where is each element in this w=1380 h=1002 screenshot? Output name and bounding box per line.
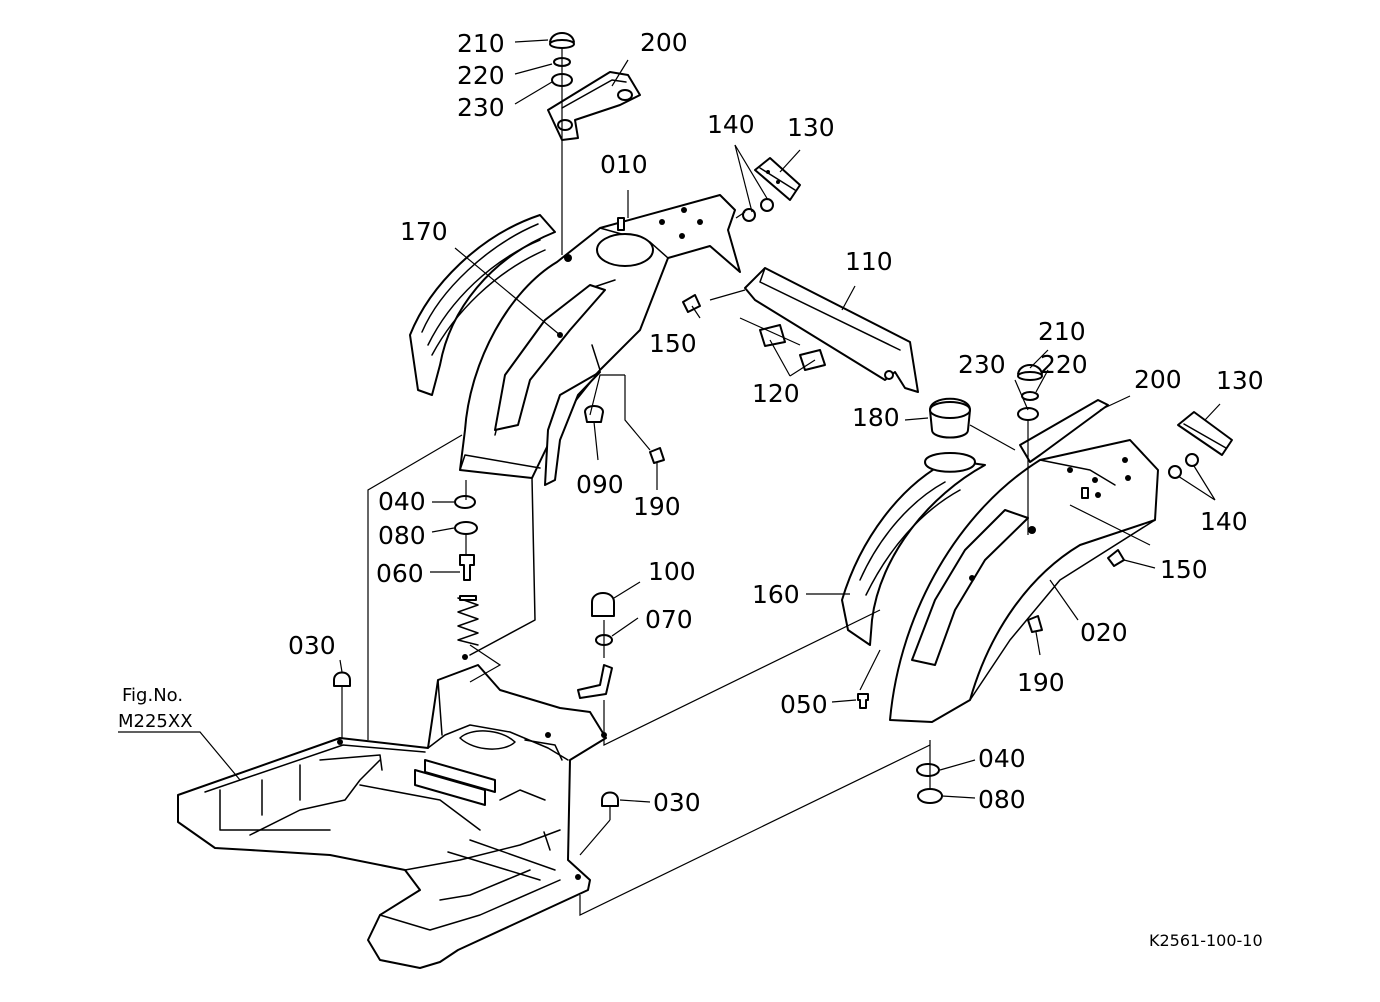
step-cover-110 <box>744 267 919 393</box>
spring <box>457 595 479 646</box>
callout-230-right: 230 <box>958 350 1006 379</box>
bolt-060 <box>459 554 475 581</box>
foot-rest-130-right <box>1177 411 1233 456</box>
callout-030-center: 030 <box>653 788 701 817</box>
bolt-190-right <box>1027 615 1043 633</box>
callout-220-right: 220 <box>1040 350 1088 379</box>
bolt-150-upper <box>682 294 701 313</box>
figure-ref-label: Fig.No. <box>122 685 183 706</box>
assembly-lines <box>367 211 1151 916</box>
callout-220: 220 <box>457 61 505 90</box>
callout-210: 210 <box>457 29 505 58</box>
leader-lines <box>118 39 1221 803</box>
washer-040-right <box>916 763 940 777</box>
callout-160: 160 <box>752 580 800 609</box>
left-fender-mat-170 <box>409 214 556 396</box>
nuts-140-right <box>1168 453 1199 479</box>
nuts-140-upper <box>742 198 774 222</box>
callout-080-right: 080 <box>978 785 1026 814</box>
callout-190: 190 <box>633 492 681 521</box>
washer-220-right <box>1021 391 1039 401</box>
callout-010: 010 <box>600 150 648 179</box>
callout-050: 050 <box>780 690 828 719</box>
callout-200: 200 <box>640 28 688 57</box>
callout-180: 180 <box>852 403 900 432</box>
callout-150: 150 <box>649 329 697 358</box>
washer-040-left <box>454 495 476 509</box>
rubber-090 <box>584 405 604 423</box>
callout-100: 100 <box>648 557 696 586</box>
figure-ref-number: M225XX <box>118 711 193 732</box>
callout-090: 090 <box>576 470 624 499</box>
left-fender-stay <box>544 371 601 486</box>
foot-rest-130-upper <box>754 157 801 201</box>
cushion-080-right <box>917 788 943 804</box>
callout-110: 110 <box>845 247 893 276</box>
bracket <box>577 664 613 699</box>
cushion-080-left <box>454 521 478 535</box>
callout-210-right: 210 <box>1038 317 1086 346</box>
callout-140-right: 140 <box>1200 507 1248 536</box>
callout-150-right: 150 <box>1160 555 1208 584</box>
callout-080: 080 <box>378 521 426 550</box>
bolt-030-center <box>601 791 619 820</box>
callout-120: 120 <box>752 379 800 408</box>
callout-040: 040 <box>378 487 426 516</box>
callout-labels: 210 220 230 200 140 130 010 170 110 150 … <box>118 28 1264 950</box>
bolt-030-left <box>333 671 351 738</box>
filler-neck-180 <box>924 397 976 473</box>
floor-plate <box>177 654 607 969</box>
callout-070: 070 <box>645 605 693 634</box>
cap-100 <box>591 592 615 617</box>
callout-040-right: 040 <box>978 744 1026 773</box>
cap-nut-210-right <box>1017 364 1043 381</box>
callout-060: 060 <box>376 559 424 588</box>
callout-230: 230 <box>457 93 505 122</box>
callout-030: 030 <box>288 631 336 660</box>
callout-130: 130 <box>787 113 835 142</box>
cap-nut-210-upper <box>549 32 575 49</box>
right-fender-mat-160 <box>841 459 986 646</box>
drawing-number: K2561-100-10 <box>1149 931 1263 950</box>
right-fender-020 <box>889 439 1159 723</box>
callout-140: 140 <box>707 110 755 139</box>
callout-020: 020 <box>1080 618 1128 647</box>
callout-170: 170 <box>400 217 448 246</box>
callout-130-right: 130 <box>1216 366 1264 395</box>
bolt-150-right <box>1107 549 1125 567</box>
callout-190-right: 190 <box>1017 668 1065 697</box>
left-fender-010 <box>459 194 741 656</box>
bolt-050 <box>857 693 869 709</box>
callout-200-right: 200 <box>1134 365 1182 394</box>
bolt-190-left <box>649 447 665 464</box>
